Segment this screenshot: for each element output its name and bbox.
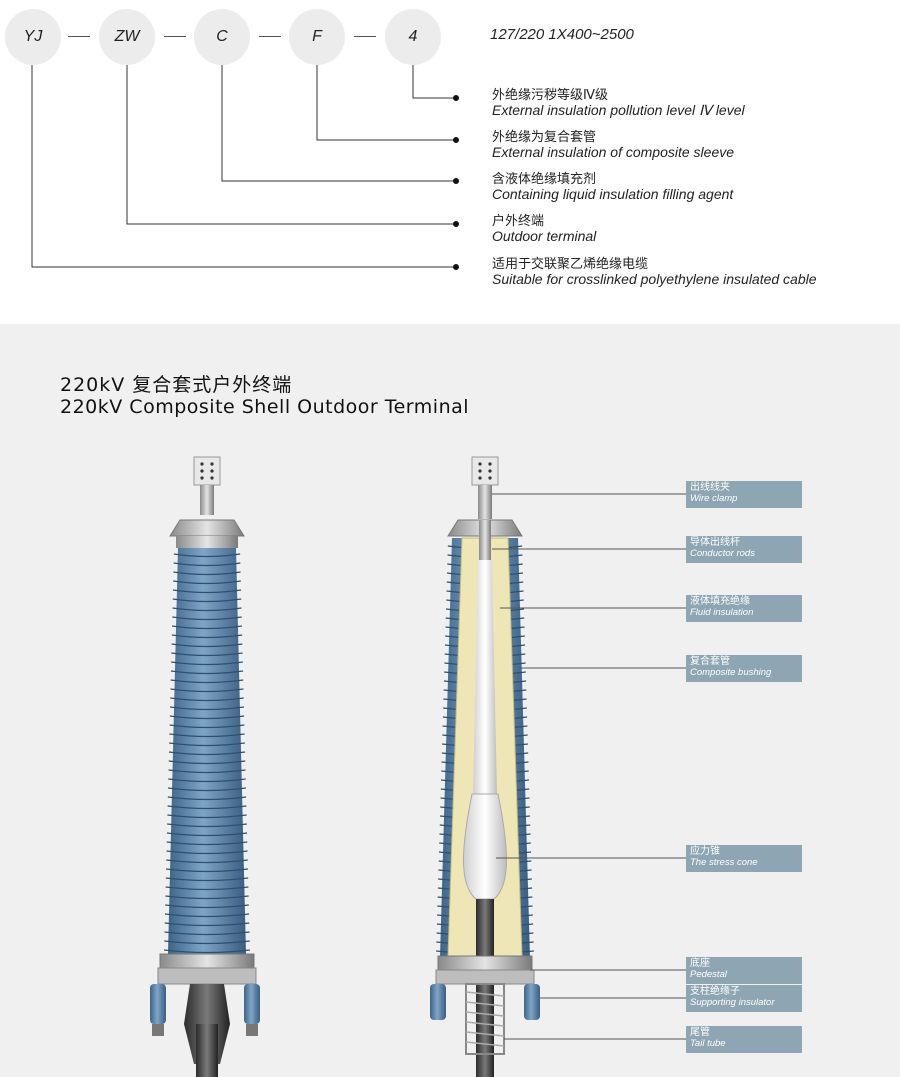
product-title-cn: 220kV 复合套式户外终端 — [60, 374, 293, 396]
label-tail-tube: 尾管 Tail tube — [686, 1026, 802, 1053]
meaning-en-4: Outdoor terminal — [492, 228, 597, 244]
meaning-en-1: External insulation pollution level Ⅳ le… — [492, 102, 745, 118]
code-part-4: 4 — [385, 9, 441, 65]
meaning-cn-2: 外绝缘为复合套管 — [492, 130, 597, 145]
terminal-illustration — [150, 456, 686, 1077]
section-view — [430, 456, 540, 1077]
label-fluid-insulation: 液体填充绝缘 Fluid insulation — [686, 595, 802, 622]
component-leader-lines — [492, 493, 686, 1040]
code-dash — [68, 36, 90, 37]
code-dash — [164, 36, 186, 37]
meaning-en-3: Containing liquid insulation filling age… — [492, 186, 734, 202]
code-spec: 127/220 1X400~2500 — [490, 26, 634, 43]
code-dash — [259, 36, 281, 37]
label-pedestal: 底座 Pedestal — [686, 957, 802, 984]
product-panel: 220kV 复合套式户外终端 220kV Composite Shell Out… — [0, 324, 900, 1077]
code-part-zw: ZW — [99, 9, 155, 65]
code-part-yj: YJ — [5, 9, 61, 65]
code-part-f: F — [289, 9, 345, 65]
meaning-en-2: External insulation of composite sleeve — [492, 144, 735, 160]
label-composite-bushing: 复合套管 Composite bushing — [686, 655, 802, 682]
meaning-cn-1: 外绝缘污秽等级Ⅳ级 — [492, 88, 608, 103]
model-code-section: YJ ZW C F 4 127/220 1X400~2500 外绝缘污秽等级Ⅳ级… — [0, 0, 900, 320]
meaning-cn-4: 户外终端 — [492, 214, 545, 229]
label-conductor-rods: 导体出线杆 Conductor rods — [686, 536, 802, 563]
meaning-cn-5: 适用于交联聚乙烯绝缘电缆 — [492, 257, 649, 272]
code-part-c: C — [194, 9, 250, 65]
code-dash — [354, 36, 376, 37]
label-stress-cone: 应力锥 The stress cone — [686, 845, 802, 872]
exterior-view — [150, 456, 260, 1077]
meaning-en-5: Suitable for crosslinked polyethylene in… — [492, 271, 817, 287]
product-title-en: 220kV Composite Shell Outdoor Terminal — [60, 396, 470, 418]
label-supporting-insulator: 支柱绝缘子 Supporting insulator — [686, 985, 802, 1012]
meaning-cn-3: 含液体绝缘填充剂 — [492, 172, 597, 187]
code-leader-lines — [31, 65, 459, 270]
label-wire-clamp: 出线线夹 Wire clamp — [686, 481, 802, 508]
